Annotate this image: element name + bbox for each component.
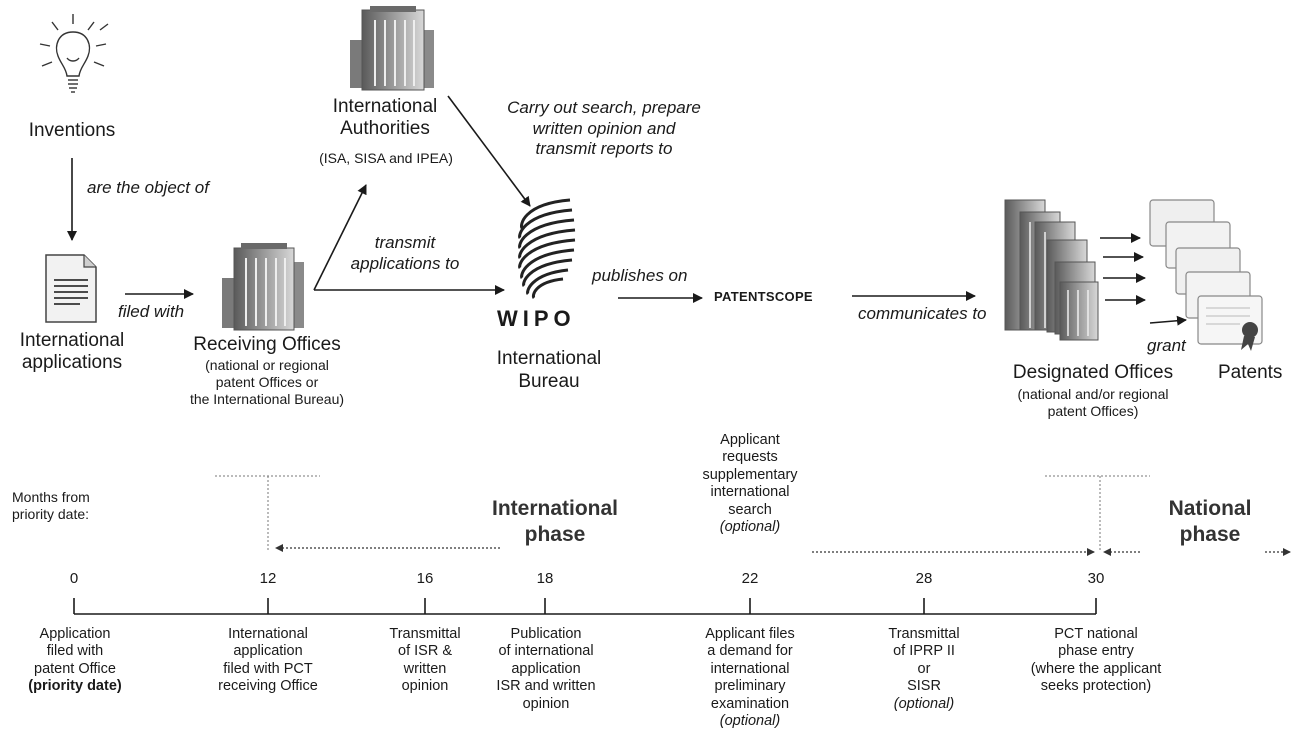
tick-label: 18	[536, 570, 554, 587]
lightbulb-icon	[39, 14, 109, 93]
event-text: International application filed with PCT…	[218, 626, 318, 695]
document-icon	[45, 254, 97, 323]
edge-carry-out-search: Carry out search, prepare written opinio…	[507, 98, 701, 159]
designated-offices-buildings-icon	[1004, 199, 1099, 341]
timeline-ticks	[73, 598, 1097, 614]
tick-label: 0	[69, 570, 79, 587]
patents-label: Patents	[1218, 362, 1283, 383]
national-phase-label: National phase	[1168, 497, 1252, 547]
tick-label: 22	[741, 570, 759, 587]
supplementary-search-optional: (optional)	[719, 518, 781, 535]
edge-are-the-object-of: are the object of	[87, 178, 209, 197]
wipo-logo-text: WIPO	[497, 306, 576, 331]
receiving-offices-building-icon	[222, 243, 304, 331]
international-phase-label: International phase	[491, 497, 618, 547]
edge-filed-with: filed with	[118, 302, 185, 321]
inventions-label: Inventions	[28, 120, 116, 141]
international-authorities-label: International Authorities	[332, 96, 438, 139]
event-month-28: Transmittal of IPRP II or SISR (optional…	[866, 626, 982, 713]
timeline-axis-label: Months from priority date:	[12, 489, 90, 522]
event-text: Application filed with patent Office	[34, 626, 116, 677]
event-text: Transmittal of ISR & written opinion	[389, 626, 461, 695]
tick-label: 12	[259, 570, 277, 587]
tick-label: 28	[915, 570, 933, 587]
edge-transmit-applications-to: transmit applications to	[350, 233, 460, 274]
international-authorities-sub: (ISA, SISA and IPEA)	[319, 150, 453, 166]
event-month-22: Applicant files a demand for internation…	[682, 626, 818, 730]
event-month-0: Application filed with patent Office (pr…	[4, 626, 146, 696]
event-text: Transmittal of IPRP II or SISR	[888, 626, 960, 695]
wipo-logo	[518, 198, 576, 300]
supplementary-search-note: Applicant requests supplementary interna…	[680, 432, 820, 536]
event-month-18: Publication of international application…	[484, 626, 608, 713]
event-text: Publication of international application…	[496, 626, 596, 712]
flow-arrows	[67, 95, 1187, 326]
international-applications-label: International applications	[19, 330, 125, 373]
edge-communicates-to: communicates to	[858, 304, 987, 323]
receiving-offices-label: Receiving Offices	[193, 334, 341, 355]
supplementary-search-text: Applicant requests supplementary interna…	[702, 432, 798, 518]
event-text: PCT national phase entry (where the appl…	[1030, 626, 1162, 695]
event-optional: (optional)	[719, 712, 781, 729]
edge-publishes-on: publishes on	[592, 266, 688, 285]
event-month-30: PCT national phase entry (where the appl…	[1016, 626, 1176, 696]
international-bureau-label: International Bureau	[496, 348, 602, 392]
tick-label: 16	[416, 570, 434, 587]
event-month-12: International application filed with PCT…	[196, 626, 340, 696]
designated-offices-sub: (national and/or regional patent Offices…	[1017, 386, 1169, 419]
event-optional: (optional)	[893, 695, 955, 712]
patentscope-label: PATENTSCOPE	[714, 289, 813, 304]
authorities-building-icon	[350, 6, 434, 91]
tick-label: 30	[1087, 570, 1105, 587]
designated-offices-label: Designated Offices	[1012, 362, 1174, 383]
event-text: Applicant files a demand for internation…	[705, 626, 795, 712]
timeline	[73, 475, 1291, 615]
edge-grant: grant	[1147, 336, 1186, 355]
event-priority-date: (priority date)	[28, 678, 122, 695]
patent-certificates-icon	[1149, 199, 1263, 351]
event-month-16: Transmittal of ISR & written opinion	[366, 626, 484, 696]
receiving-offices-sub: (national or regional patent Offices or …	[189, 357, 345, 407]
